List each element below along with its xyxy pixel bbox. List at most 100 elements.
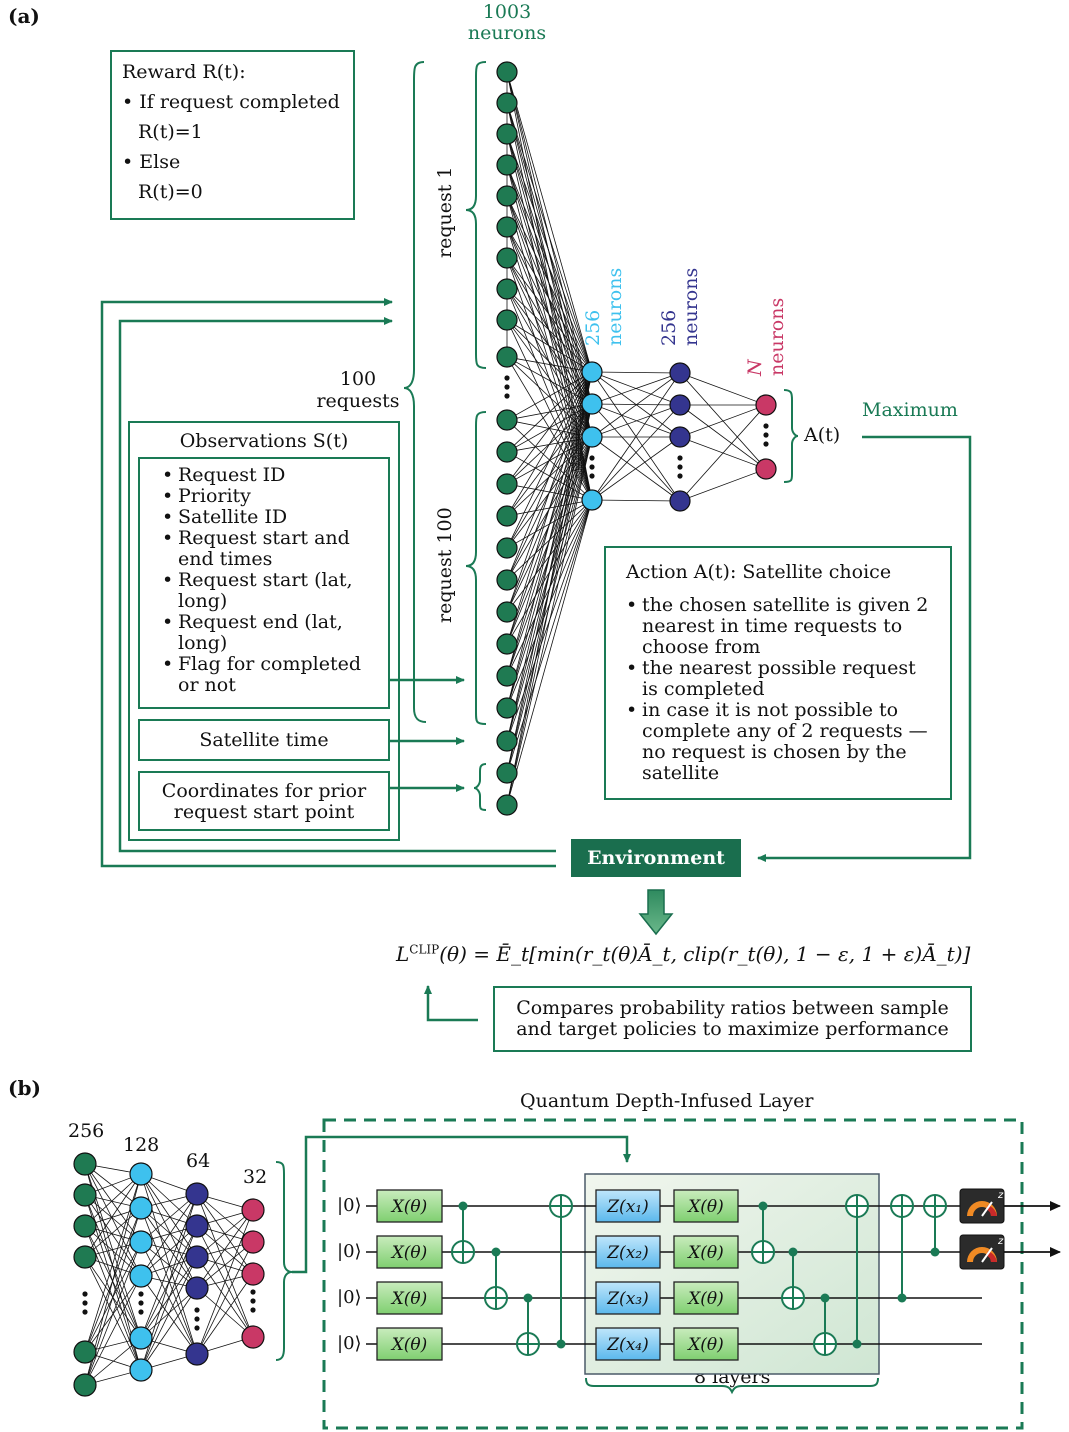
- cnot-control: [852, 1339, 862, 1349]
- b-edge-2-3: [140, 1241, 198, 1258]
- b-edge-3-4: [196, 1209, 254, 1355]
- hidden1-hidden2-edge: [591, 499, 681, 502]
- b-edge-1-2: [84, 1173, 142, 1258]
- z-gate: [595, 1281, 661, 1315]
- reward-box: Reward R(t): • If request completed R(t)…: [110, 50, 355, 220]
- b-node-256: [73, 1373, 97, 1397]
- action-box: Action A(t): Satellite choice the chosen…: [604, 546, 952, 800]
- b-edge-2-3: [140, 1256, 198, 1339]
- b-node-64: [185, 1245, 209, 1269]
- input-hidden1-edge: [506, 403, 593, 677]
- action-list: the chosen satellite is given 2 nearest …: [626, 595, 936, 784]
- input-node: [496, 61, 518, 83]
- input-hidden1-edge: [506, 371, 593, 581]
- input-hidden1-edge: [506, 403, 593, 613]
- input-hidden1-edge: [506, 499, 593, 806]
- action-item: in case it is not possible to complete a…: [626, 700, 936, 784]
- z-gate-label: Z(x₃): [606, 1289, 648, 1309]
- b-edge-2-3: [140, 1241, 198, 1355]
- hidden1-hidden2-edge: [591, 403, 681, 406]
- b-edge-1-2: [84, 1163, 142, 1243]
- b-node-128: [129, 1358, 153, 1382]
- input-ellipsis-dot: [504, 375, 510, 381]
- observations-list-box: Request ID Priority Satellite ID Request…: [138, 457, 390, 709]
- ket-q1: |0⟩: [337, 1195, 362, 1216]
- input-hidden1-edge: [506, 371, 593, 421]
- b-edge-3-4: [196, 1241, 254, 1289]
- meter-z: z: [997, 1236, 1004, 1247]
- cnot-control: [930, 1247, 940, 1257]
- input-hidden1-edge: [506, 419, 593, 438]
- layer-size-128: 128: [123, 1134, 160, 1156]
- cnot-target: [845, 1194, 869, 1218]
- b-edge-1-2: [84, 1194, 142, 1243]
- input-node: [496, 216, 518, 238]
- b-node-256: [73, 1152, 97, 1176]
- hidden1-layer-label: 256 neurons: [582, 267, 626, 346]
- input-hidden1-edge: [506, 451, 593, 501]
- meter-z: z: [997, 1190, 1004, 1201]
- action-box-title: Action A(t): Satellite choice: [626, 561, 892, 583]
- z-gate: [595, 1235, 661, 1269]
- b-edge-3-4: [196, 1256, 254, 1275]
- input-hidden1-edge: [506, 403, 593, 742]
- b-edge-2-3: [140, 1225, 198, 1339]
- input-hidden1-edge: [506, 436, 593, 581]
- b-edge-2-3: [140, 1287, 198, 1371]
- b-ellipsis-dot: [82, 1300, 88, 1306]
- b-node-128: [129, 1264, 153, 1288]
- layers-count-label: 8 layers: [694, 1366, 771, 1388]
- b-edge-1-2: [84, 1337, 142, 1386]
- hidden1-hidden2-edge: [591, 372, 681, 501]
- input-node: [496, 409, 518, 431]
- reward-line-2: R(t)=1: [138, 121, 203, 143]
- b-edge-3-4: [196, 1241, 254, 1258]
- input-hidden1-edge: [506, 436, 593, 742]
- reward-line-1: • If request completed: [122, 91, 340, 113]
- input-node: [496, 441, 518, 463]
- b-edge-1-2: [84, 1163, 142, 1277]
- hidden1-hidden2-edge: [591, 404, 681, 501]
- meter-body: [959, 1188, 1005, 1224]
- x-gate-label: X(θ): [686, 1197, 724, 1217]
- input-node: [496, 473, 518, 495]
- b-edge-2-3: [140, 1193, 198, 1243]
- requests-total-label: 100 requests: [316, 368, 400, 412]
- input-node: [496, 730, 518, 752]
- b-edge-1-2: [84, 1225, 142, 1243]
- input-hidden1-edge: [506, 102, 593, 405]
- x-gate-label: X(θ): [390, 1197, 428, 1217]
- meter-needle: [981, 1247, 993, 1263]
- b-node-64: [185, 1342, 209, 1366]
- b-node-256: [73, 1245, 97, 1269]
- coordinates-box: Coordinates for prior request start poin…: [138, 771, 390, 831]
- cnot-control: [556, 1339, 566, 1349]
- b-ellipsis-dot: [250, 1289, 256, 1295]
- output-brace: [783, 389, 799, 483]
- b-edge-1-2: [84, 1225, 142, 1277]
- b-edge-1-2: [84, 1194, 142, 1209]
- hidden2-output-edge: [679, 468, 767, 502]
- b-edge-2-3: [140, 1207, 198, 1258]
- b-ellipsis-dot: [194, 1307, 200, 1313]
- input-hidden1-edge: [506, 499, 593, 517]
- x-gate-label: X(θ): [390, 1243, 428, 1263]
- b-ellipsis-dot: [194, 1325, 200, 1331]
- b-node-128: [129, 1196, 153, 1220]
- hidden1-hidden2-edge: [591, 371, 681, 502]
- input-hidden1-edge: [506, 356, 593, 373]
- input-hidden1-edge: [506, 371, 593, 517]
- input-hidden1-edge: [506, 403, 593, 806]
- b-edge-2-3: [140, 1207, 198, 1227]
- input-node: [496, 697, 518, 719]
- b-edge-1-2: [84, 1194, 142, 1371]
- input-node: [496, 309, 518, 331]
- z-gate: [595, 1189, 661, 1223]
- hidden1-ellipsis-dot: [589, 455, 595, 461]
- b-edge-2-3: [140, 1193, 198, 1209]
- output-layer-label: N neurons: [744, 297, 788, 376]
- b-edge-3-4: [196, 1273, 254, 1355]
- hidden1-hidden2-edge: [591, 436, 681, 502]
- hidden2-output-edge: [679, 404, 767, 438]
- b-edge-2-3: [140, 1225, 198, 1243]
